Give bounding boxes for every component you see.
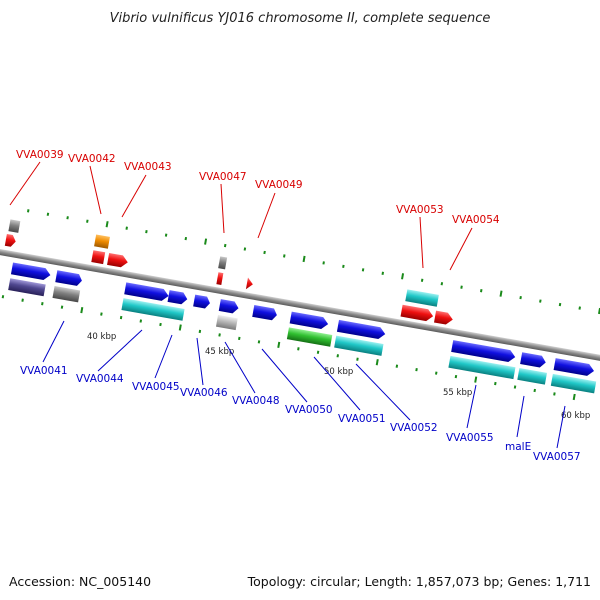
gene-arrow-vva0044 (124, 282, 169, 301)
gene-arrow-vva0043 (107, 252, 128, 268)
feature-cyan-vva0052 (334, 335, 384, 356)
plus-leader-lines (42, 320, 566, 449)
map-title: Vibrio vulnificus YJ016 chromosome II, c… (110, 11, 491, 26)
gene-arrow-vva0053 (400, 304, 434, 322)
feature-cyan-vva0055 (448, 355, 516, 380)
gene-label-male: malE (505, 441, 531, 453)
scale-label-55kbp: 55 kbp (443, 388, 472, 398)
feature-gray-vva0041 (52, 286, 81, 303)
feature-orange-vva0042 (94, 234, 110, 249)
gene-label-vva0045: VVA0045 (132, 381, 180, 393)
gene-arrow-vva0046 (193, 294, 210, 309)
gene-arrow-vva0055 (451, 340, 516, 362)
lower-tick-row (1, 295, 576, 401)
scale-label-40kbp: 40 kbp (87, 332, 116, 342)
feature-green-vva0050 (286, 327, 333, 347)
gene-label-vva0039: VVA0039 (16, 149, 64, 161)
gene-arrow-vva0050 (252, 304, 277, 321)
gene-arrow-vva0052 (336, 319, 386, 340)
gene-label-vva0047: VVA0047 (199, 171, 247, 183)
scale-label-50kbp: 50 kbp (324, 367, 353, 377)
gene-arrow-vva0045 (167, 290, 188, 305)
sequence-backbone (0, 243, 600, 372)
gene-arrow-vva0048 (218, 299, 239, 314)
feature-gray-vva0039 (8, 219, 21, 233)
scale-labels: 40 kbp 45 kbp 50 kbp 55 kbp 60 kbp (87, 332, 590, 421)
gene-label-vva0050: VVA0050 (285, 404, 333, 416)
sequence-summary-text: Topology: circular; Length: 1,857,073 bp… (247, 574, 591, 589)
gene-label-vva0049: VVA0049 (255, 179, 303, 191)
feature-gray-vva0047 (218, 256, 228, 270)
feature-cyan-vva0044 (121, 298, 185, 321)
gene-labels: VVA0039 VVA0042 VVA0043 VVA0047 VVA0049 … (16, 149, 581, 463)
gene-arrow-male (520, 352, 546, 368)
feature-cyan-vva0053 (405, 289, 439, 307)
gene-arrow-vva0039 (4, 233, 16, 247)
gene-label-vva0053: VVA0053 (396, 204, 444, 216)
plus-strand-features (8, 262, 597, 394)
accession-text: Accession: NC_005140 (9, 574, 151, 589)
upper-tick-row (26, 209, 600, 315)
scale-label-45kbp: 45 kbp (205, 347, 234, 357)
gene-label-vva0042: VVA0042 (68, 153, 116, 165)
gene-arrow-vva0041b (55, 270, 82, 286)
scale-label-60kbp: 60 kbp (561, 411, 590, 421)
feature-lightgray-vva0048 (215, 314, 238, 331)
gene-arrow-vva0057 (553, 358, 595, 376)
gene-label-vva0043: VVA0043 (124, 161, 172, 173)
gene-arrow-vva0042 (91, 250, 106, 265)
gene-label-vva0044: VVA0044 (76, 373, 124, 385)
minus-leader-lines (9, 161, 473, 271)
gene-label-vva0057: VVA0057 (533, 451, 581, 463)
sequence-track (0, 209, 600, 401)
gene-label-vva0052: VVA0052 (390, 422, 438, 434)
feature-purple-vva0041 (8, 278, 46, 297)
gene-label-vva0051: VVA0051 (338, 413, 386, 425)
gene-arrow-vva0049 (245, 277, 253, 290)
feature-cyan-vva0057 (550, 373, 597, 394)
gene-arrow-vva0047 (216, 272, 224, 285)
gene-label-vva0048: VVA0048 (232, 395, 280, 407)
gene-label-vva0041: VVA0041 (20, 365, 68, 377)
gene-arrow-vva0054 (434, 310, 453, 325)
gene-arrow-vva0041 (10, 262, 51, 281)
gene-label-vva0055: VVA0055 (446, 432, 494, 444)
minus-strand-features (4, 219, 453, 325)
feature-cyan-male (517, 367, 547, 385)
gene-arrow-vva0051 (289, 311, 329, 329)
gene-label-vva0054: VVA0054 (452, 214, 500, 226)
gene-label-vva0046: VVA0046 (180, 387, 228, 399)
